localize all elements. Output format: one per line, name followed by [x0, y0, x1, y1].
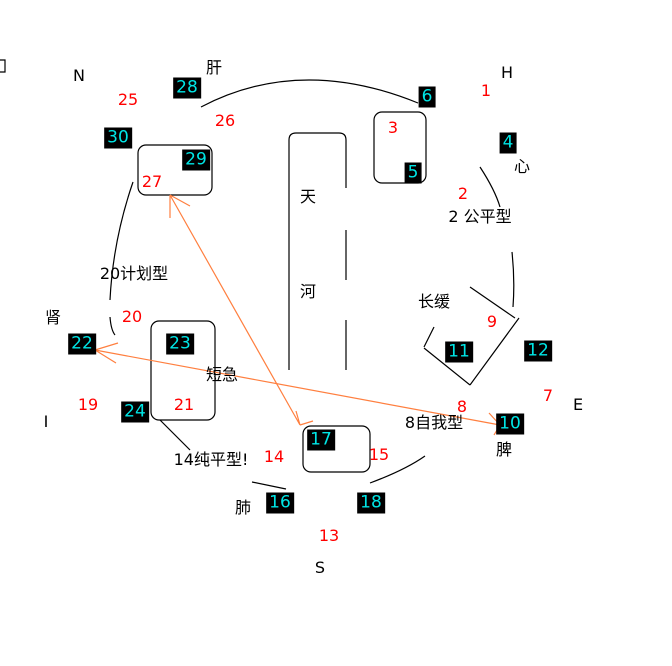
- boxed-number: 12: [524, 340, 552, 362]
- river-left: [288, 132, 347, 370]
- boxed-number: 24: [121, 401, 149, 423]
- type-self: 8自我型: [404, 413, 464, 432]
- organ-heart: 心: [513, 157, 531, 176]
- boxed-number: 23: [166, 333, 194, 355]
- direction-e: E: [572, 395, 584, 414]
- direction-n: N: [73, 66, 85, 85]
- red-number: 21: [173, 395, 195, 414]
- red-number: 20: [121, 307, 143, 326]
- slow-box: [423, 286, 520, 386]
- bottom-line-lung: [251, 481, 287, 490]
- organ-spleen: 脾: [495, 440, 513, 459]
- bottom-arc-right: [369, 455, 426, 484]
- river-char-2: 河: [299, 282, 317, 301]
- boxed-number: 28: [173, 77, 201, 99]
- organ-lung: 肺: [234, 498, 252, 517]
- boxed-number: 29: [182, 149, 210, 171]
- top-arc: [200, 79, 419, 108]
- red-number: 2: [457, 184, 469, 203]
- arrow-10-to-22: [94, 342, 501, 436]
- left-arc: [109, 181, 134, 336]
- box-3-5: [373, 111, 427, 184]
- red-number: 13: [318, 526, 340, 545]
- corner-mark: [0, 59, 6, 73]
- boxed-number: 5: [404, 162, 422, 184]
- type-slow: 长缓: [417, 292, 451, 311]
- arrows: [94, 194, 501, 436]
- red-number: 14: [263, 447, 285, 466]
- heart-arc: [479, 166, 501, 208]
- red-number: 8: [456, 397, 468, 416]
- boxed-number: 11: [445, 341, 473, 363]
- red-number: 25: [117, 90, 139, 109]
- red-number: 27: [141, 172, 163, 191]
- red-number: 7: [542, 386, 554, 405]
- type-quick: 短急: [205, 365, 239, 384]
- boxed-number: 4: [499, 132, 517, 154]
- boxed-number: 10: [496, 413, 524, 435]
- box-27-29: [137, 144, 213, 196]
- boxed-number: 16: [266, 492, 294, 514]
- right-arc: [511, 251, 515, 308]
- boxed-number: 17: [307, 429, 335, 451]
- direction-s: S: [314, 558, 326, 577]
- red-number: 26: [214, 111, 236, 130]
- boxed-number: 18: [357, 492, 385, 514]
- type-pure: 14纯平型!: [173, 450, 249, 469]
- arrow-17-to-27: [169, 194, 314, 426]
- boxed-number: 22: [68, 333, 96, 355]
- organ-liver: 肝: [205, 58, 223, 77]
- type-plan: 20计划型: [99, 264, 169, 283]
- organ-kidney: 肾: [44, 308, 62, 327]
- boxed-number: 30: [104, 127, 132, 149]
- box-15-17: [302, 425, 371, 473]
- red-number: 15: [368, 445, 390, 464]
- red-number: 19: [77, 395, 99, 414]
- direction-i: I: [43, 412, 49, 431]
- type-fair: 2 公平型: [448, 207, 512, 226]
- red-number: 9: [486, 312, 498, 331]
- bottom-line-left: [159, 419, 191, 451]
- box-21-23: [150, 320, 216, 421]
- boxed-number: 6: [418, 86, 436, 108]
- direction-h: H: [500, 63, 514, 82]
- river-char-1: 天: [299, 187, 317, 206]
- red-number: 3: [387, 118, 399, 137]
- red-number: 1: [480, 81, 492, 100]
